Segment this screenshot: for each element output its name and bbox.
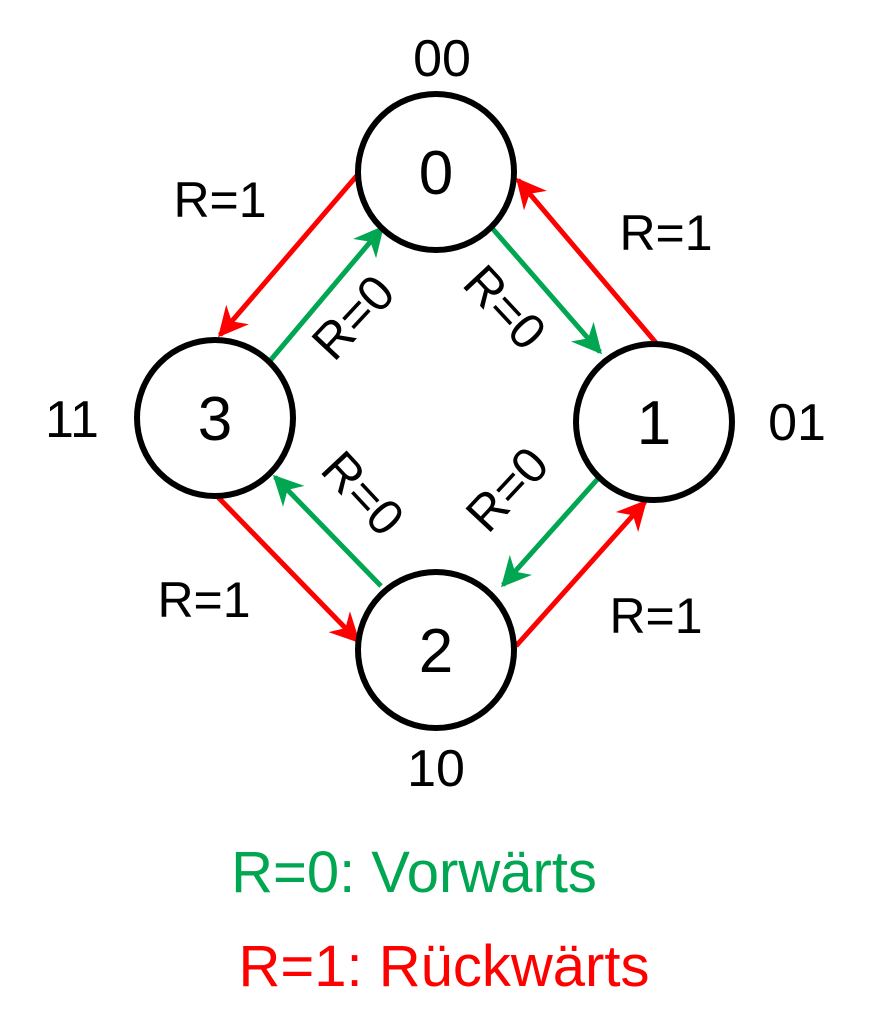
state-0: 0 00 bbox=[355, 30, 517, 253]
legend-backward: R=1: Rückwärts bbox=[239, 934, 650, 999]
state-0-number: 0 bbox=[419, 139, 453, 208]
state-1: 1 01 bbox=[573, 341, 826, 503]
label-edge-forward-1-2: R=0 bbox=[455, 436, 559, 542]
state-2-code: 10 bbox=[407, 740, 465, 798]
state-2-number: 2 bbox=[419, 617, 453, 686]
label-edge-backward-1-0: R=1 bbox=[619, 205, 712, 261]
state-2: 2 10 bbox=[355, 569, 517, 798]
edge-backward-1-0 bbox=[516, 177, 659, 346]
edge-forward-2-3 bbox=[272, 474, 383, 588]
state-3: 3 11 bbox=[45, 337, 296, 499]
legend-forward: R=0: Vorwärts bbox=[231, 840, 597, 905]
label-edge-forward-0-1: R=0 bbox=[453, 254, 557, 360]
edge-forward-1-2 bbox=[501, 471, 605, 588]
edge-backward-2-1 bbox=[514, 499, 648, 648]
edge-forward-0-1 bbox=[490, 226, 602, 355]
state-1-number: 1 bbox=[637, 389, 671, 458]
edge-backward-3-2 bbox=[211, 490, 361, 644]
label-edge-forward-3-0: R=0 bbox=[301, 264, 405, 370]
state-0-code: 00 bbox=[413, 30, 471, 88]
state-1-code: 01 bbox=[768, 394, 826, 452]
state-3-number: 3 bbox=[198, 385, 232, 454]
label-edge-backward-2-1: R=1 bbox=[609, 588, 702, 644]
label-edge-backward-3-2: R=1 bbox=[157, 572, 250, 628]
edge-forward-3-0 bbox=[267, 225, 384, 364]
edge-backward-0-3 bbox=[218, 170, 362, 338]
state-3-code: 11 bbox=[45, 391, 99, 449]
label-edge-backward-0-3: R=1 bbox=[173, 172, 266, 228]
